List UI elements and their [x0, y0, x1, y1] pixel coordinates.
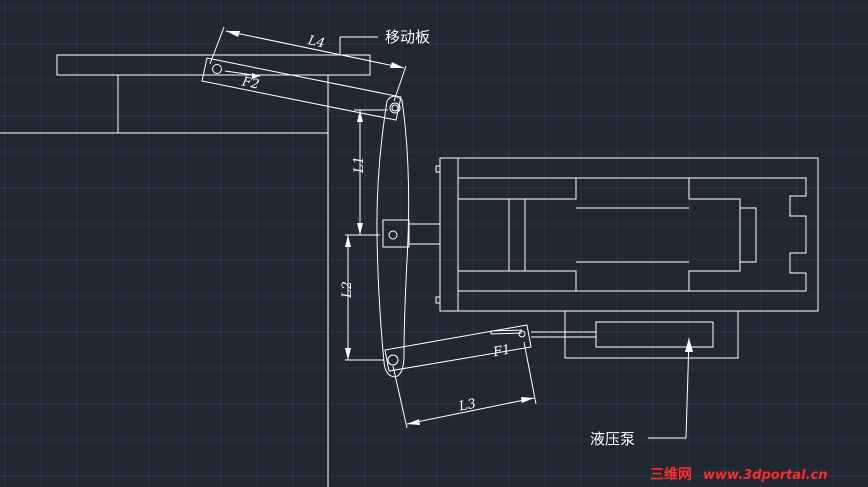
dimension-l3 — [392, 341, 537, 429]
label-moving-plate: 移动板 — [385, 28, 430, 46]
main-arm — [376, 95, 440, 378]
label-l3: L3 — [457, 397, 478, 415]
dimension-l4 — [209, 26, 407, 102]
leader-moving-plate — [339, 36, 378, 55]
watermark-cn: 三维网 — [650, 466, 692, 483]
label-f2: F2 — [240, 74, 261, 92]
watermark-url: www.3dportal.cn — [703, 468, 827, 483]
label-hydraulic-pump: 液压泵 — [590, 430, 635, 448]
label-f1: F1 — [491, 342, 512, 360]
dimension-l2 — [345, 235, 384, 361]
lower-link — [384, 324, 532, 372]
frame — [0, 75, 329, 487]
leader-hydraulic-pump — [648, 337, 693, 439]
dimension-l1 — [345, 109, 388, 236]
label-l4: L4 — [306, 33, 327, 51]
upper-link — [201, 57, 402, 121]
label-l2: L2 — [340, 281, 355, 299]
label-l1: L1 — [352, 156, 367, 174]
hydraulic-pump — [531, 310, 739, 359]
